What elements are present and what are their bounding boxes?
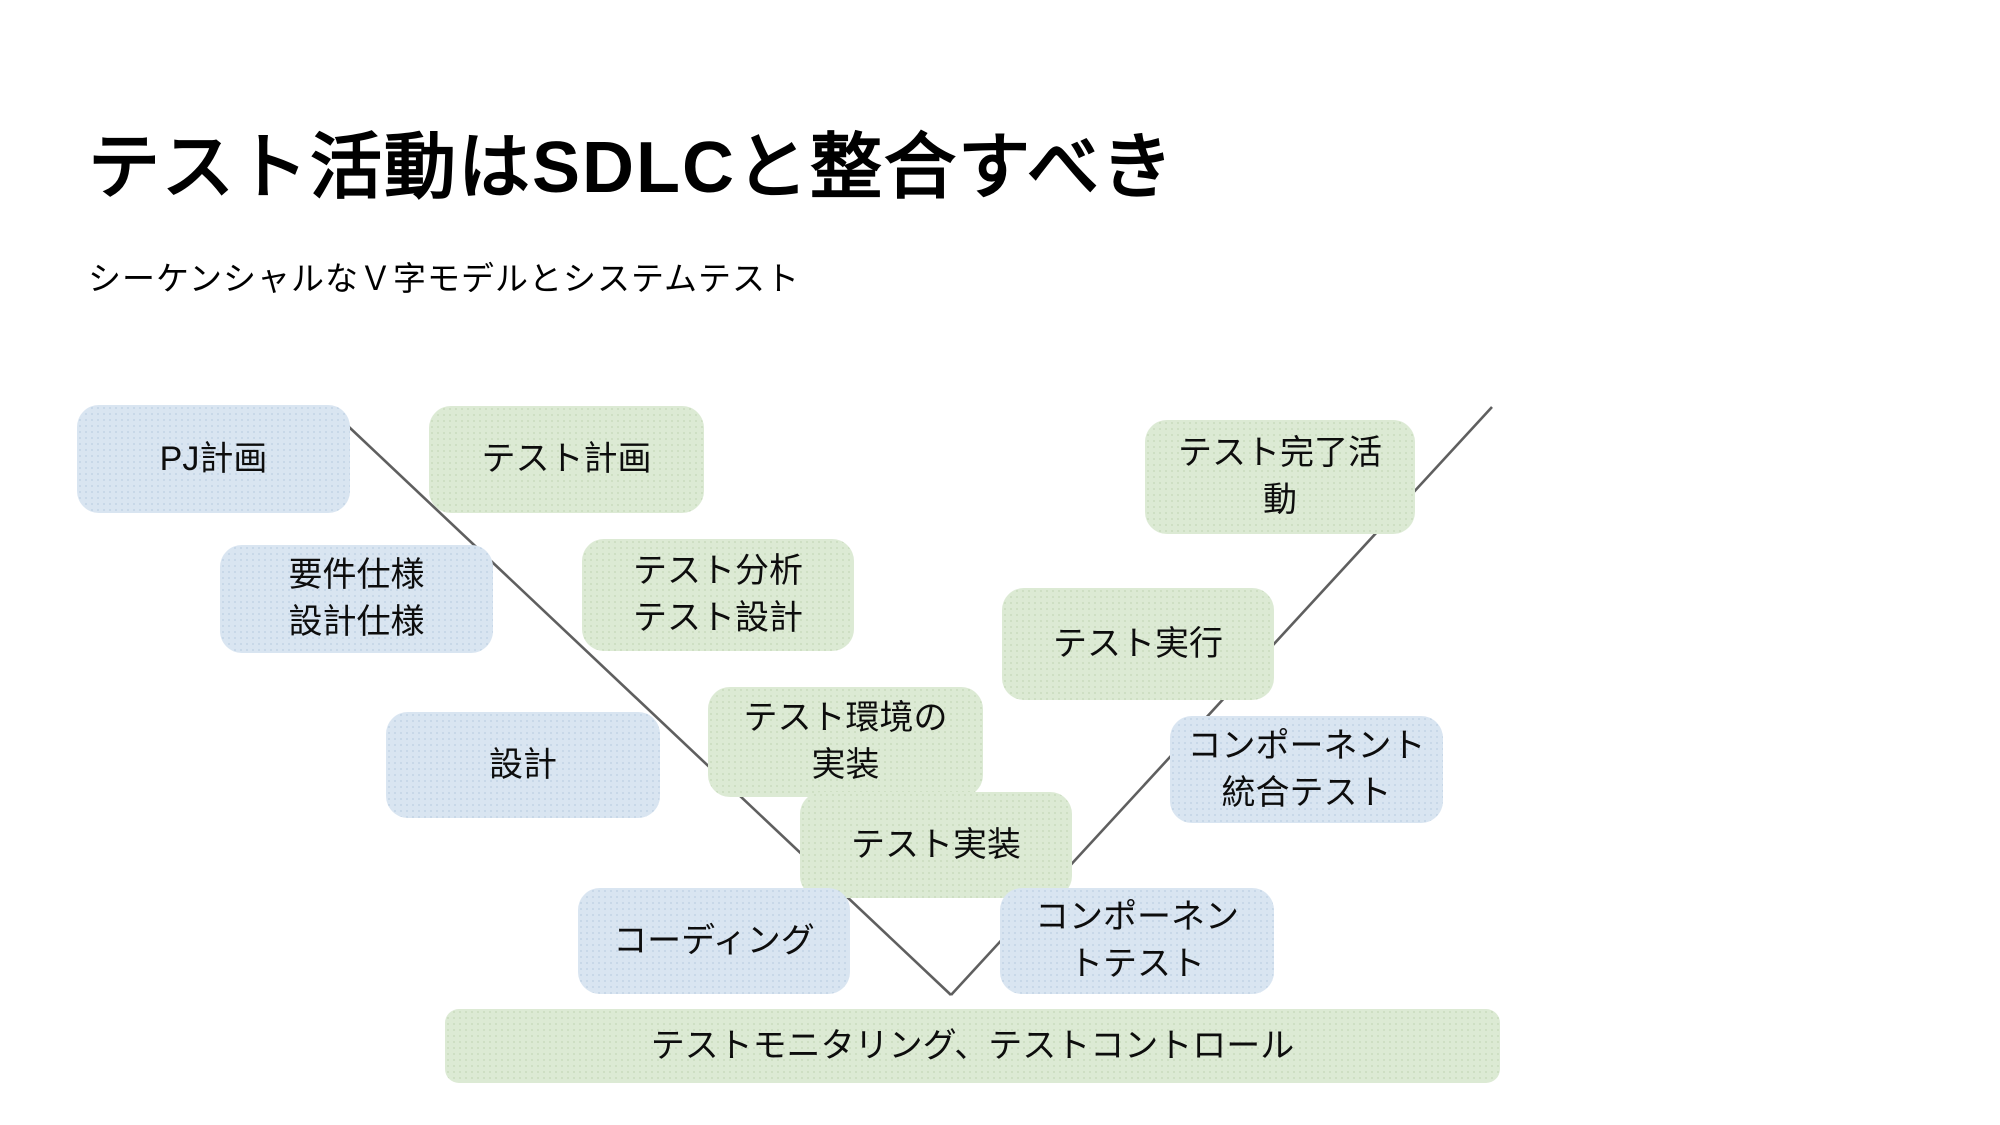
box-component-test: コンポーネン トテスト [1000, 888, 1274, 994]
box-design: 設計 [386, 712, 660, 818]
box-test-completion: テスト完了活 動 [1145, 420, 1415, 534]
box-requirements-design-spec: 要件仕様 設計仕様 [220, 545, 493, 653]
box-test-env-implementation: テスト環境の 実装 [708, 687, 983, 797]
slide-title: テスト活動はSDLCと整合すべき [88, 128, 1175, 208]
bar-test-monitoring-control: テストモニタリング、テストコントロール [445, 1009, 1500, 1083]
box-test-analysis-design: テスト分析 テスト設計 [582, 539, 854, 651]
box-component-integration-test: コンポーネント 統合テスト [1170, 716, 1443, 823]
box-test-execution: テスト実行 [1002, 588, 1274, 700]
box-coding: コーディング [578, 888, 850, 994]
box-test-plan: テスト計画 [429, 406, 704, 513]
box-pj-plan: PJ計画 [77, 405, 350, 513]
v-left-line [348, 426, 952, 996]
box-test-implementation: テスト実装 [800, 792, 1072, 898]
slide-subtitle: シーケンシャルなＶ字モデルとシステムテスト [88, 260, 801, 297]
